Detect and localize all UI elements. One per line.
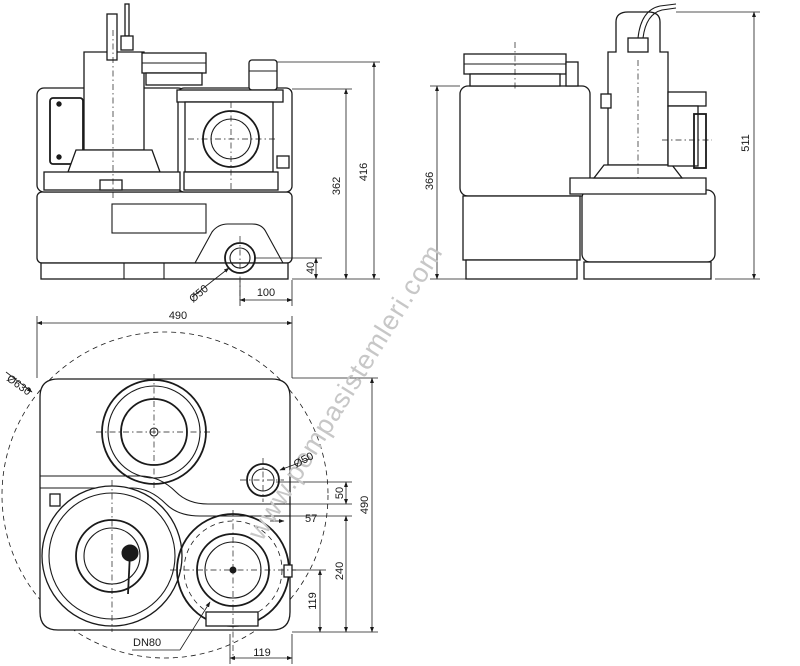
plan-view [1,316,378,664]
side-view [430,3,760,280]
dim-front-40: 40 [305,262,317,274]
dim-plan-50: 50 [334,487,346,499]
dim-front-100: 100 [257,287,275,299]
dim-plan-width-490: 490 [169,310,187,322]
front-view [36,3,380,306]
dim-plan-depth-490: 490 [359,496,371,514]
dim-plan-d630: Ø630 [4,373,33,399]
dim-front-416: 416 [358,163,370,181]
dim-side-366: 366 [424,172,436,190]
dim-plan-dn80: DN80 [133,637,161,649]
dim-plan-119-horizontal: 119 [253,647,271,659]
dim-plan-119-vertical: 119 [307,592,319,610]
dim-plan-57: 57 [305,513,317,525]
dim-side-511: 511 [740,134,752,152]
dim-front-d50: Ø50 [187,283,211,306]
dim-front-362: 362 [331,177,343,195]
dim-plan-240: 240 [334,562,346,580]
